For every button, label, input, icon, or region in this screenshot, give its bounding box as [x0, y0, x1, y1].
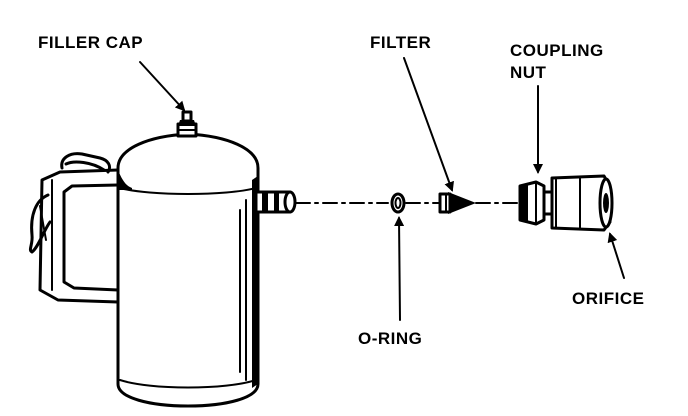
orifice-label: ORIFICE: [572, 289, 644, 308]
o-ring-arrow: [399, 218, 400, 320]
filler-cap-arrow: [140, 62, 184, 110]
orifice-body-part: [544, 176, 612, 230]
outlet-fitting: [256, 192, 295, 212]
filter-label: FILTER: [370, 33, 431, 52]
filter-part: [440, 192, 476, 214]
coupling-nut-label-line1: COUPLING: [510, 41, 604, 60]
orifice-arrow: [610, 234, 624, 278]
coupling-nut-part: [520, 182, 544, 224]
o-ring-part: [392, 194, 404, 212]
o-ring-label: O-RING: [358, 329, 422, 348]
filler-cap-label: FILLER CAP: [38, 33, 143, 52]
carry-handle: [30, 154, 118, 302]
tank-assembly: [30, 112, 295, 406]
tank-body: [118, 134, 258, 406]
filter-arrow: [404, 58, 452, 190]
filler-cap: [178, 112, 196, 136]
coupling-nut-label-line2: NUT: [510, 63, 547, 82]
